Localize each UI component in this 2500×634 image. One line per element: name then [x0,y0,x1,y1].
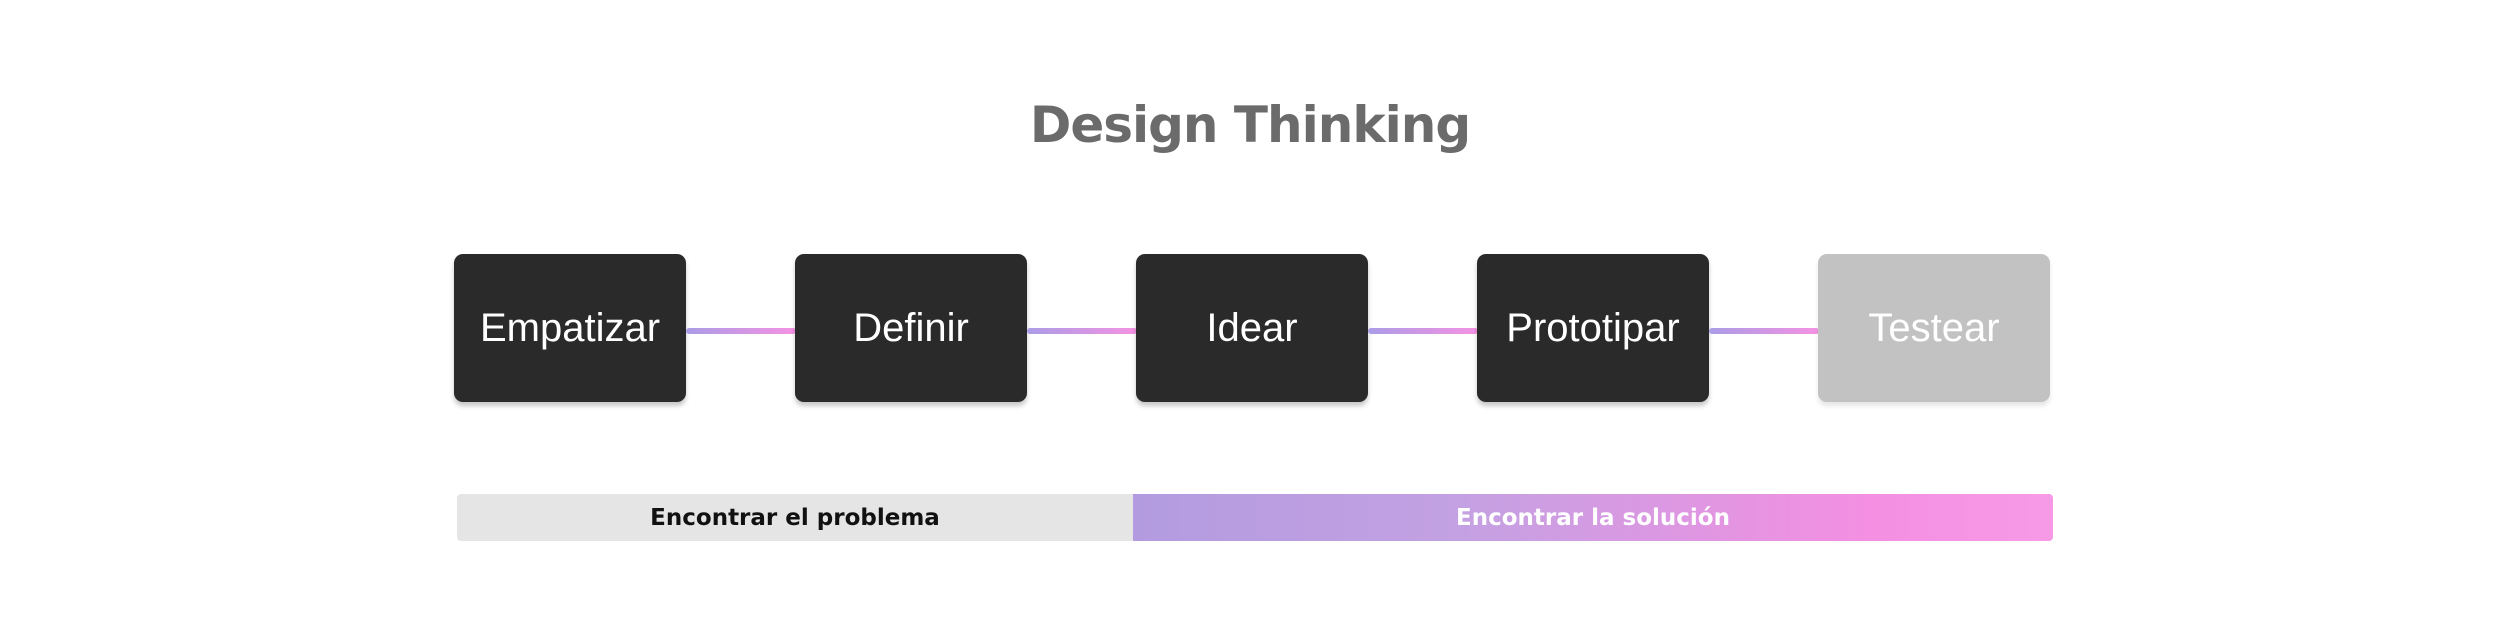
phase-find-solution: Encontrar la solución [1133,494,2053,541]
step-empatizar: Empatizar [454,254,686,402]
connector-arrow [1709,328,1819,334]
connector-arrow [1368,328,1478,334]
step-idear: Idear [1136,254,1368,402]
diagram-title: Design Thinking [1029,96,1471,154]
phase-find-problem: Encontrar el problema [457,494,1133,541]
connector-arrow [686,328,796,334]
step-definir: Definir [795,254,1027,402]
step-testear: Testear [1818,254,2050,402]
step-prototipar: Prototipar [1477,254,1709,402]
connector-arrow [1027,328,1137,334]
